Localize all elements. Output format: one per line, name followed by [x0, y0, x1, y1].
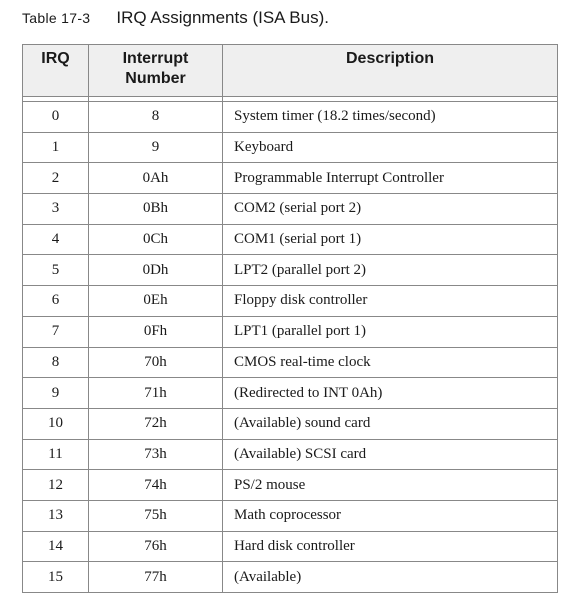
description-cell: LPT1 (parallel port 1)	[222, 315, 558, 348]
irq-cell: 0	[22, 101, 89, 133]
irq-cell: 13	[22, 499, 89, 532]
description-cell: System timer (18.2 times/second)	[222, 101, 558, 133]
interrupt-number-cell: 0Bh	[88, 193, 223, 225]
header-description: Description	[222, 44, 558, 97]
description-cell: (Available) SCSI card	[222, 438, 558, 471]
description-cell: CMOS real-time clock	[222, 346, 558, 379]
table-number-label: Table 17-3	[22, 10, 91, 26]
irq-cell: 14	[22, 530, 89, 563]
table-header: IRQ Interrupt Number Description	[22, 44, 558, 97]
description-cell: (Available)	[222, 561, 558, 593]
description-cell: (Available) sound card	[222, 407, 558, 440]
interrupt-number-cell: 9	[88, 131, 223, 164]
interrupt-number-cell: 75h	[88, 499, 223, 532]
gap-cell	[222, 96, 558, 102]
description-cell: COM2 (serial port 2)	[222, 193, 558, 225]
irq-cell: 5	[22, 254, 89, 287]
interrupt-number-cell: 0Ah	[88, 162, 223, 195]
irq-cell: 10	[22, 407, 89, 440]
header-interrupt-number: Interrupt Number	[88, 44, 223, 97]
irq-cell: 1	[22, 131, 89, 164]
table-title: IRQ Assignments (ISA Bus).	[116, 8, 329, 27]
interrupt-number-cell: 72h	[88, 407, 223, 440]
table-caption: Table 17-3 IRQ Assignments (ISA Bus).	[22, 8, 329, 32]
interrupt-number-cell: 8	[88, 101, 223, 133]
description-cell: Programmable Interrupt Controller	[222, 162, 558, 195]
irq-cell: 15	[22, 561, 89, 593]
description-cell: COM1 (serial port 1)	[222, 223, 558, 256]
header-gap	[22, 96, 558, 102]
description-cell: Math coprocessor	[222, 499, 558, 532]
description-cell: LPT2 (parallel port 2)	[222, 254, 558, 287]
description-cell: PS/2 mouse	[222, 469, 558, 501]
interrupt-number-cell: 0Fh	[88, 315, 223, 348]
description-cell: (Redirected to INT 0Ah)	[222, 377, 558, 409]
irq-cell: 8	[22, 346, 89, 379]
interrupt-number-cell: 77h	[88, 561, 223, 593]
irq-cell: 12	[22, 469, 89, 501]
irq-cell: 11	[22, 438, 89, 471]
header-irq: IRQ	[22, 44, 89, 97]
interrupt-number-cell: 71h	[88, 377, 223, 409]
irq-cell: 4	[22, 223, 89, 256]
interrupt-number-cell: 76h	[88, 530, 223, 563]
interrupt-number-cell: 70h	[88, 346, 223, 379]
header-row: IRQ Interrupt Number Description	[22, 44, 558, 97]
interrupt-number-cell: 73h	[88, 438, 223, 471]
irq-cell: 6	[22, 285, 89, 317]
interrupt-number-cell: 0Eh	[88, 285, 223, 317]
irq-cell: 3	[22, 193, 89, 225]
interrupt-number-cell: 74h	[88, 469, 223, 501]
description-cell: Floppy disk controller	[222, 285, 558, 317]
irq-cell: 9	[22, 377, 89, 409]
description-cell: Hard disk controller	[222, 530, 558, 563]
irq-cell: 7	[22, 315, 89, 348]
irq-cell: 2	[22, 162, 89, 195]
interrupt-number-cell: 0Dh	[88, 254, 223, 287]
interrupt-number-cell: 0Ch	[88, 223, 223, 256]
description-cell: Keyboard	[222, 131, 558, 164]
